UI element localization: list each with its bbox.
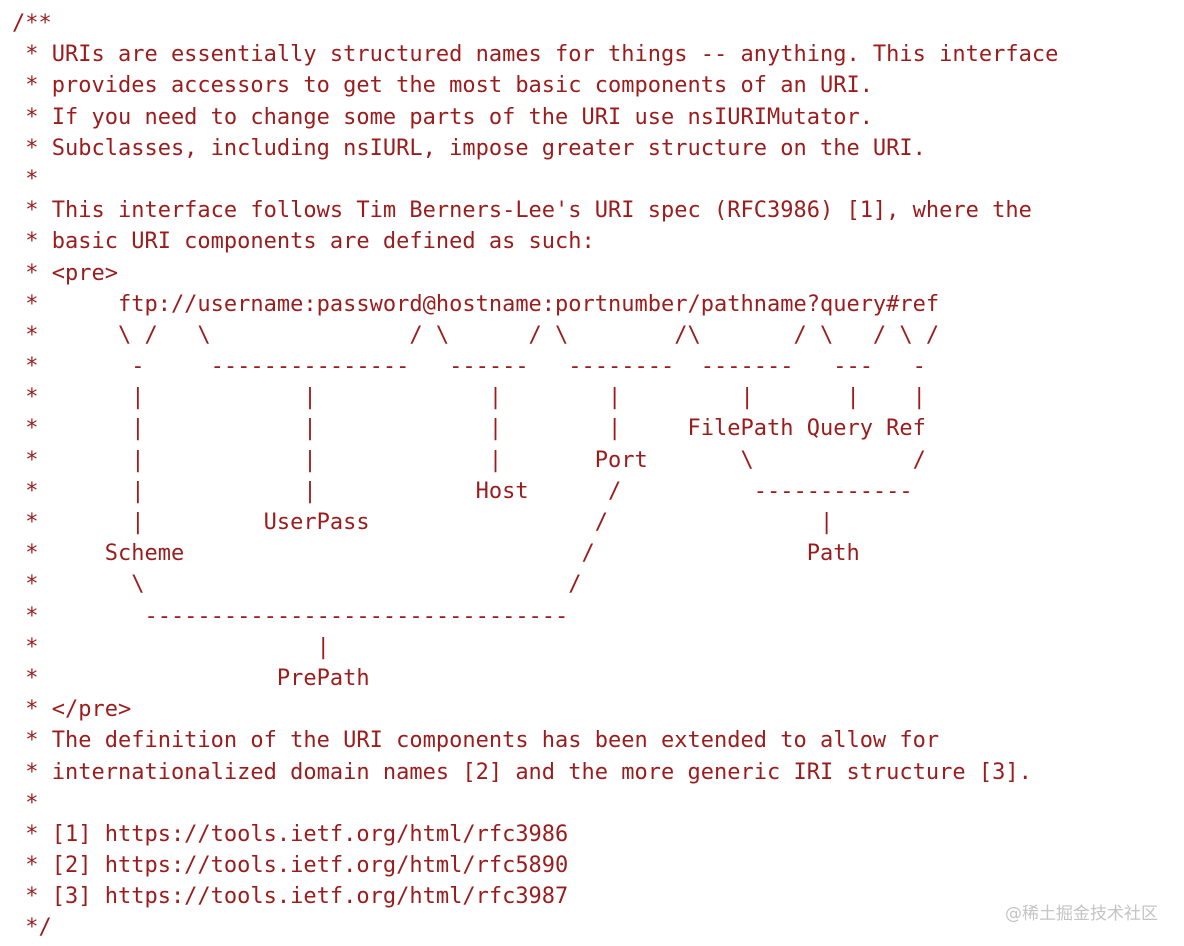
code-line: * | UserPass / | — [12, 510, 834, 535]
code-line: * | | | | FilePath Query Ref — [12, 416, 926, 442]
code-line: * — [12, 166, 39, 192]
code-line: * provides accessors to get the most bas… — [12, 73, 873, 99]
code-line: * -------------------------------- — [12, 603, 569, 629]
code-line: * — [12, 790, 39, 816]
code-line: * | | | Port \ / — [12, 447, 926, 473]
code-line: * \ / \ / \ / \ /\ / \ / \ / — [12, 322, 940, 348]
code-line: * | | | | | | | — [12, 385, 926, 411]
code-line: * This interface follows Tim Berners-Lee… — [12, 198, 1032, 224]
code-line: * URIs are essentially structured names … — [12, 42, 1059, 68]
code-line: * Subclasses, including nsIURL, impose g… — [12, 135, 926, 161]
code-line: * The definition of the URI components h… — [12, 728, 940, 754]
code-line: * <pre> — [12, 260, 118, 286]
code-line: * ftp://username:password@hostname:portn… — [12, 291, 940, 317]
code-line: * Scheme / Path — [12, 541, 860, 567]
code-line: * [2] https://tools.ietf.org/html/rfc589… — [12, 853, 569, 879]
code-line: * If you need to change some parts of th… — [12, 104, 873, 130]
code-line: * internationalized domain names [2] and… — [12, 759, 1032, 785]
code-line: /** — [12, 11, 52, 36]
code-line: * \ / — [12, 572, 582, 598]
code-line: * | — [12, 634, 330, 660]
code-line: * [1] https://tools.ietf.org/html/rfc398… — [12, 821, 569, 847]
code-comment-block: /** * URIs are essentially structured na… — [12, 8, 1058, 944]
code-line: * </pre> — [12, 697, 132, 723]
watermark-label: @稀土掘金技术社区 — [1005, 904, 1158, 924]
code-line: * - --------------- ------ -------- ----… — [12, 354, 926, 380]
code-line: * | | Host / ------------ — [12, 478, 913, 504]
code-line: * PrePath — [12, 665, 370, 691]
code-line: */ — [12, 915, 52, 941]
code-line: * basic URI components are defined as su… — [12, 229, 595, 255]
code-line: * [3] https://tools.ietf.org/html/rfc398… — [12, 884, 569, 910]
